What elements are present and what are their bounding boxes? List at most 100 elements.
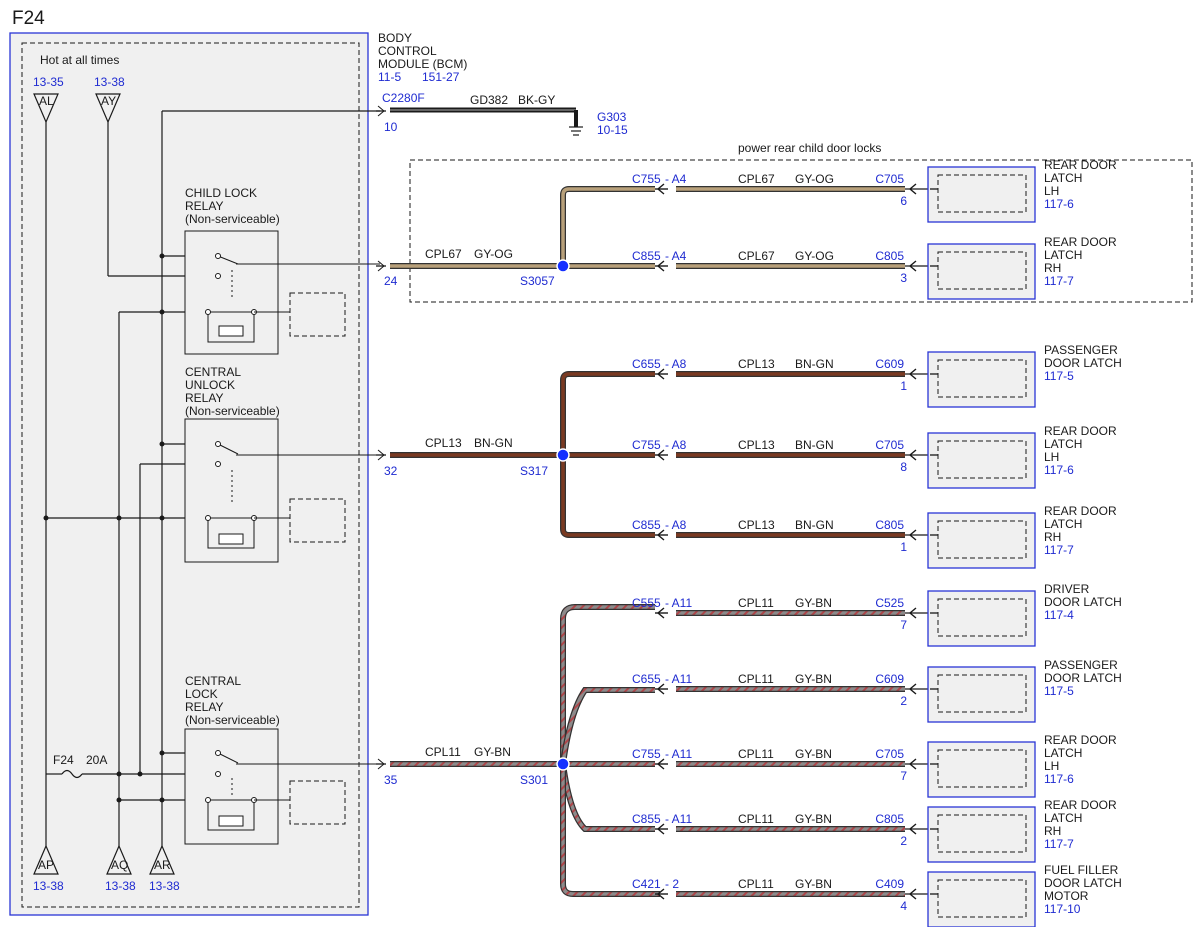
end-connector-4-arrow	[908, 529, 917, 541]
end-connector-8-arrow	[908, 823, 917, 835]
branch-3-dest-line-1: REAR DOOR	[1044, 424, 1117, 438]
branch-5-inline: C555	[632, 596, 661, 610]
branch-4-connector: C805	[875, 518, 904, 532]
trunk-lock-color: GY-BN	[474, 745, 511, 759]
branch-5-ref: 117-4	[1044, 608, 1074, 622]
component-2-box	[927, 351, 1036, 408]
branch-8-dest-line-2: LATCH	[1044, 811, 1082, 825]
ground-id: G303	[597, 110, 627, 124]
branch-6-color: GY-BN	[795, 672, 832, 686]
connector-al-symbol	[33, 93, 59, 124]
relay-child-lock	[184, 230, 380, 355]
branch-3-dest-line-2: LATCH	[1044, 437, 1082, 451]
component-8-box	[927, 806, 1036, 863]
branch-1-color: GY-OG	[795, 249, 834, 263]
branch-1-circuit: CPL67	[738, 249, 775, 263]
connector-aq-label: AQ	[111, 858, 128, 872]
fuse-panel-inner	[21, 42, 360, 908]
branch-3-connector: C705	[875, 438, 904, 452]
component-6-inner	[937, 674, 1027, 713]
trunk-child-color: GY-OG	[474, 247, 513, 261]
bcm-pin-top: 10	[384, 120, 398, 134]
bcm-line-3: MODULE (BCM)	[378, 57, 467, 71]
bcm-line-1: BODY	[378, 31, 412, 45]
branch-0-connector: C705	[875, 172, 904, 186]
end-connector-1-arrow	[908, 260, 917, 272]
branch-2-pin: 1	[900, 379, 907, 393]
bcm-ref-2: 151-27	[422, 70, 460, 84]
branch-0-dest-line-3: LH	[1044, 184, 1059, 198]
branch-8-inline: C855	[632, 812, 661, 826]
branch-9-pin: 4	[900, 899, 907, 913]
connector-ar-label: AR	[154, 858, 171, 872]
bcm-connector: C2280F	[382, 91, 425, 105]
branch-9-ref: 117-10	[1044, 902, 1081, 916]
ground-wire	[376, 105, 583, 136]
component-0-inner	[937, 174, 1027, 213]
branch-6-dest-line-2: DOOR LATCH	[1044, 671, 1122, 685]
connector-aq-ref: 13-38	[105, 879, 136, 893]
branch-3-color: BN-GN	[795, 438, 834, 452]
trunk-unlock-color: BN-GN	[474, 436, 513, 450]
branch-4-dest-line-2: LATCH	[1044, 517, 1082, 531]
bcm-pin-lock-arrow	[377, 758, 385, 770]
relay-child-lock-line-3: (Non-serviceable)	[185, 212, 280, 226]
bcm-pin-child: 24	[384, 274, 398, 288]
connector-ay-symbol	[95, 93, 121, 124]
ground-color: BK-GY	[518, 93, 555, 107]
relay-central-lock-line-1: CENTRAL	[185, 674, 241, 688]
fuse-name: F24	[53, 753, 74, 767]
branch-9-wire	[561, 764, 660, 896]
branch-7-inline-pin: - A11	[665, 747, 692, 761]
branch-2-wire	[561, 372, 655, 455]
branch-5-connector: C525	[875, 596, 904, 610]
connector-aq-symbol	[106, 844, 132, 875]
branch-9-connector: C409	[875, 877, 904, 891]
trunk-child-circuit: CPL67	[425, 247, 462, 261]
branch-5-color: GY-BN	[795, 596, 832, 610]
branch-8-connector: C805	[875, 812, 904, 826]
end-connector-3-arrow	[908, 449, 917, 461]
branch-1-dest-line-3: RH	[1044, 261, 1061, 275]
branch-1-pin: 3	[900, 271, 907, 285]
connector-ar-symbol	[149, 844, 175, 875]
branch-2-connector: C609	[875, 357, 904, 371]
branch-7-circuit: CPL11	[738, 747, 774, 761]
splice-lock-dot	[556, 757, 570, 771]
relay-central-unlock-line-3: RELAY	[185, 391, 223, 405]
connector-al-ref: 13-35	[33, 75, 64, 89]
bcm-line-2: CONTROL	[378, 44, 437, 58]
connector-ap-ref: 13-38	[33, 879, 64, 893]
branch-7-connector: C705	[875, 747, 904, 761]
branch-8-circuit: CPL11	[738, 812, 774, 826]
branch-1-dest-line-1: REAR DOOR	[1044, 235, 1117, 249]
splice-unlock-label: S317	[520, 464, 548, 478]
relay-central-lock-line-4: (Non-serviceable)	[185, 713, 280, 727]
trunk-lock-circuit: CPL11	[425, 745, 461, 759]
branch-3-circuit: CPL13	[738, 438, 775, 452]
component-5-box	[927, 590, 1036, 647]
connector-ay-label: AY	[101, 94, 116, 108]
branch-2-circuit: CPL13	[738, 357, 775, 371]
component-3-box	[927, 432, 1036, 489]
branch-9-dest-line-1: FUEL FILLER	[1044, 863, 1119, 877]
branch-1-ref: 117-7	[1044, 274, 1074, 288]
branch-5-inline-pin: - A11	[665, 596, 692, 610]
component-9-box	[927, 871, 1036, 927]
branch-0-circuit: CPL67	[738, 172, 775, 186]
branch-3-dest-line-3: LH	[1044, 450, 1059, 464]
branch-8-inline-pin: - A11	[665, 812, 692, 826]
branch-2-color: BN-GN	[795, 357, 834, 371]
ground-ref: 10-15	[597, 123, 628, 137]
end-connector-6-arrow	[908, 683, 917, 695]
end-connector-7-arrow	[908, 758, 917, 770]
branch-3-ref: 117-6	[1044, 463, 1074, 477]
branch-6-ref: 117-5	[1044, 684, 1074, 698]
connector-ap-symbol	[33, 844, 59, 875]
component-3-inner	[937, 440, 1027, 479]
relay-central-unlock-line-4: (Non-serviceable)	[185, 404, 280, 418]
branch-7-inline: C755	[632, 747, 661, 761]
branch-6-wire	[561, 688, 655, 765]
branch-0-pin: 6	[900, 194, 907, 208]
